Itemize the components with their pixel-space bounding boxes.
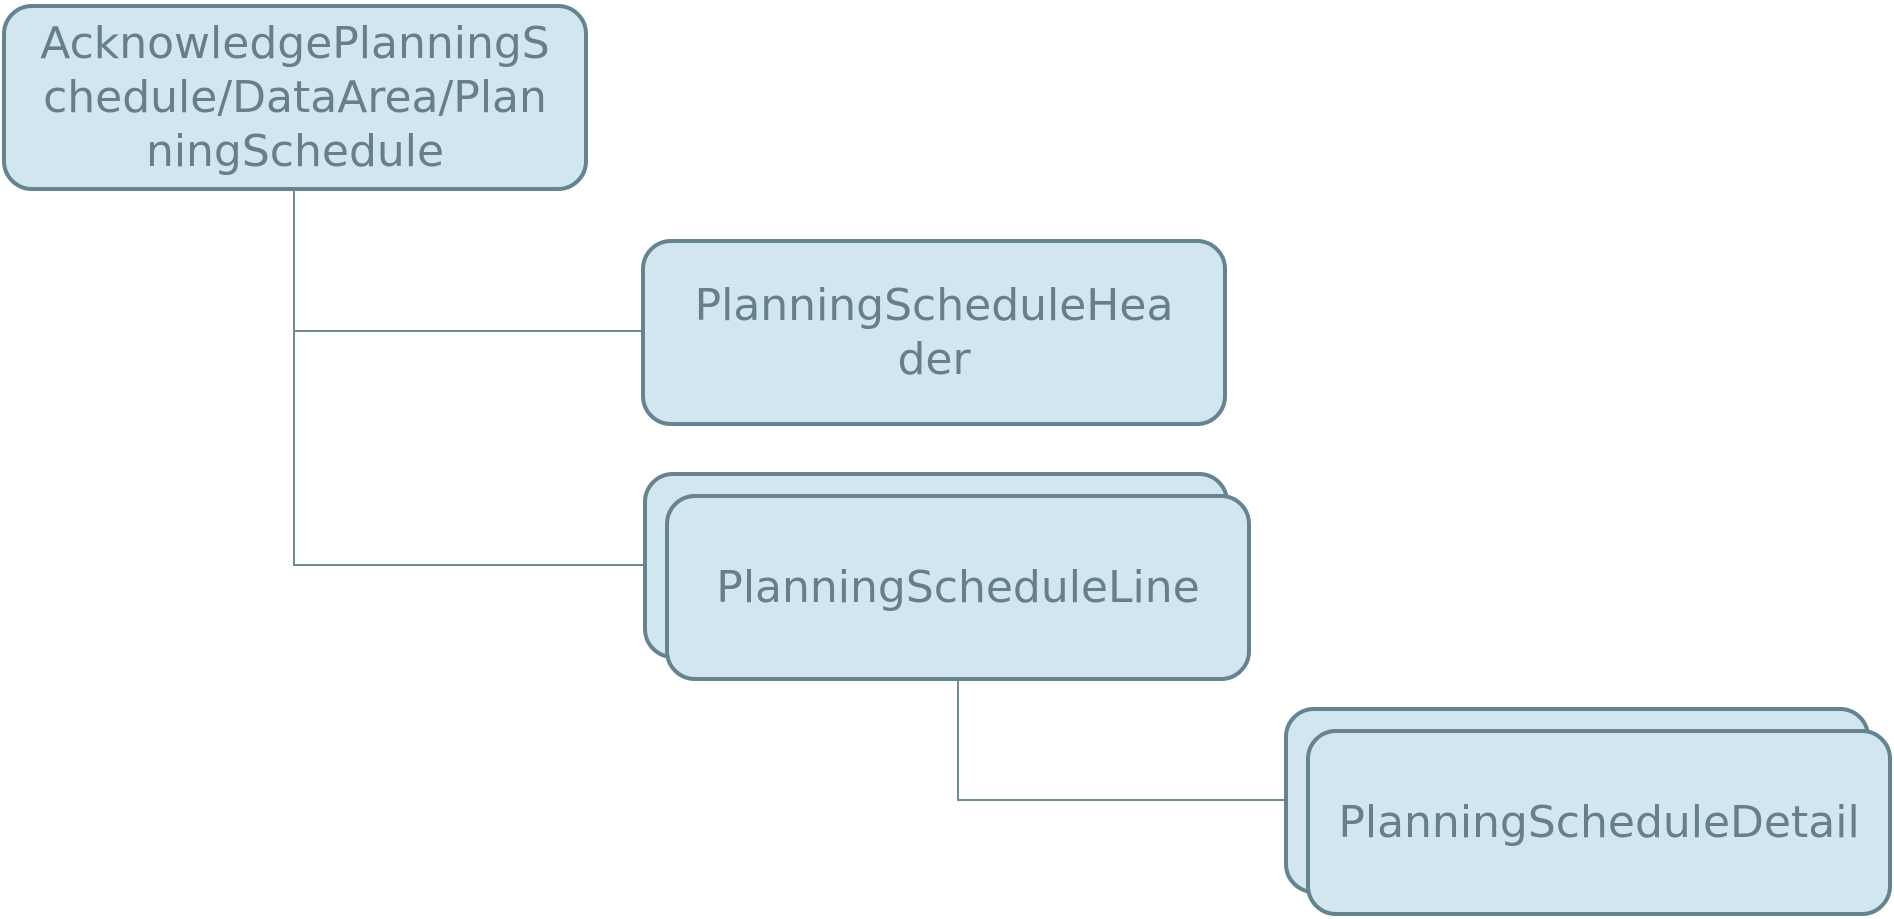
connector-line-to-detail [957, 681, 1284, 801]
node-planning-schedule-line[interactable]: PlanningScheduleLine [665, 494, 1251, 681]
connector-root-to-header [293, 191, 641, 332]
node-planning-schedule-detail[interactable]: PlanningScheduleDetail [1306, 729, 1892, 916]
node-label: PlanningScheduleLine [716, 561, 1200, 613]
node-label: PlanningScheduleDetail [1338, 796, 1860, 848]
node-planning-schedule[interactable]: AcknowledgePlanningSchedule/DataArea/Pla… [2, 4, 588, 191]
connector-root-to-line [293, 331, 643, 566]
node-label: PlanningScheduleHeader [694, 279, 1174, 385]
node-planning-schedule-header[interactable]: PlanningScheduleHeader [641, 239, 1227, 426]
node-label: AcknowledgePlanningSchedule/DataArea/Pla… [40, 17, 550, 177]
